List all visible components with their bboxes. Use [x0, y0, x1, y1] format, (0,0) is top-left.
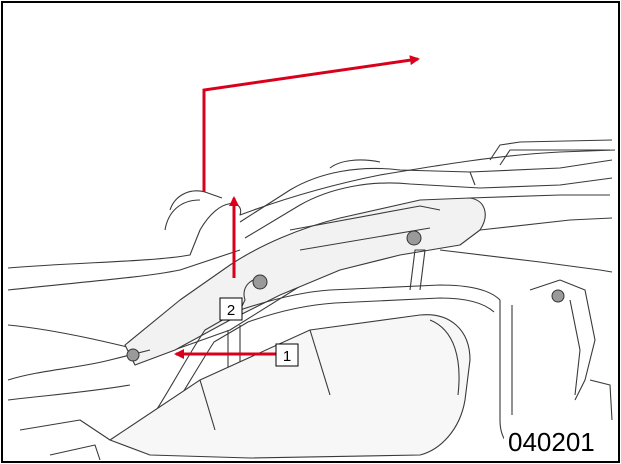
pannier-frame-tube: [149, 284, 501, 421]
callout-1-label: 1: [283, 348, 291, 365]
bolt-upper: [406, 230, 422, 246]
seat-outline: [7, 149, 616, 269]
callout-2: 2: [219, 297, 243, 321]
grab-rail-upper: [239, 159, 613, 223]
silencer-body: [109, 314, 471, 459]
callout-2-label: 2: [227, 302, 235, 319]
motorcycle-drawing: [7, 139, 616, 461]
lift-rack-arrow: [202, 55, 420, 192]
figure-number: 040201: [508, 427, 595, 457]
bolt-rear: [551, 289, 565, 303]
callout-1: 1: [275, 343, 299, 367]
bolt-lower: [126, 348, 140, 362]
seat-lower-edge: [7, 249, 241, 291]
rear-bracket: [559, 279, 596, 401]
bolt-middle: [252, 274, 268, 290]
instruction-arrows: [174, 55, 420, 359]
figure-number-box: 040201: [504, 424, 616, 458]
bolts: [126, 230, 565, 362]
